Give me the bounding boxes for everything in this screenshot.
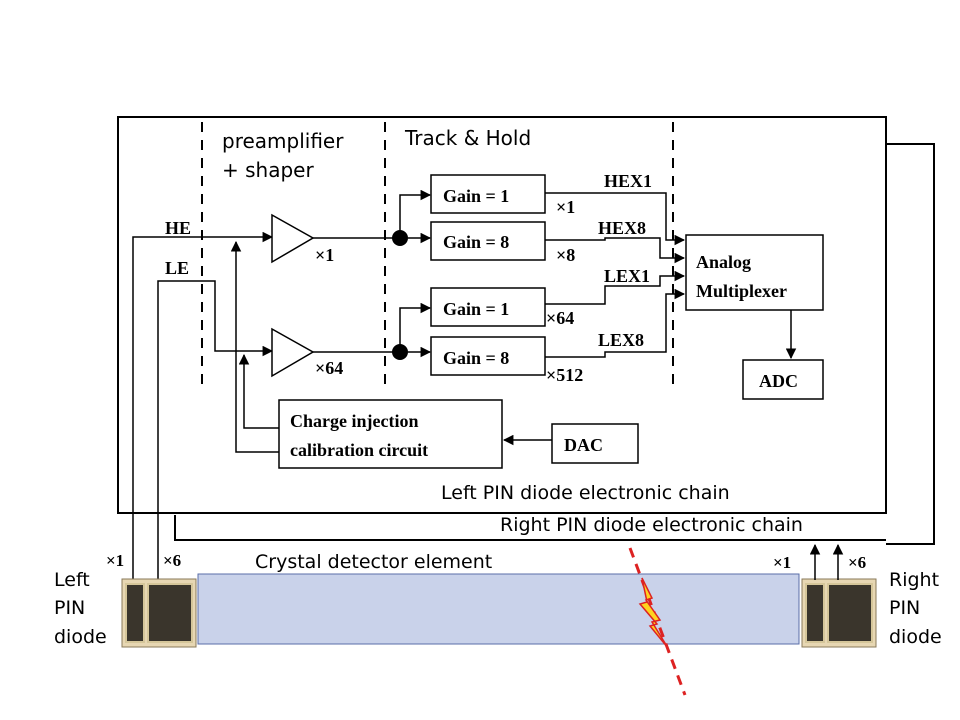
gain-box-hex1 [430, 174, 546, 214]
right-diode-label-2: PIN [889, 597, 920, 619]
right-diode-label-1: Right [889, 569, 939, 591]
calibration-line-he [230, 240, 279, 453]
branch-he-g1 [399, 189, 432, 238]
particle-track [628, 547, 687, 696]
he-input-line [132, 231, 274, 590]
dac-label: DAC [564, 435, 603, 455]
amp-gain-x64: ×64 [315, 358, 343, 378]
gain-label-hex8: Gain = 8 [443, 232, 509, 252]
charge-injection-circuit [278, 399, 503, 469]
left-diode-label-1: Left [54, 569, 90, 591]
hex1-line [545, 192, 686, 246]
amplifier-x1 [271, 213, 315, 264]
hex8-line [545, 237, 686, 264]
crystal-label: Crystal detector element [255, 551, 492, 573]
calibration-line-le [238, 353, 279, 429]
preamp-label-line2: + shaper [222, 158, 314, 182]
left-pin-diode-small [125, 583, 145, 643]
analog-multiplexer [685, 234, 824, 311]
right-diode-gain-x1: ×1 [773, 553, 791, 572]
adc-label: ADC [759, 371, 798, 391]
output-hex8: HEX8 [598, 218, 646, 238]
le-input-line [157, 280, 274, 590]
right-pin-diode-large [827, 583, 873, 643]
right-pin-diode-small [805, 583, 825, 643]
amplifier-x64 [271, 327, 315, 378]
path-gain-x512: ×512 [546, 365, 583, 385]
gain-label-hex1: Gain = 1 [443, 186, 509, 206]
track-hold-label: Track & Hold [404, 126, 531, 150]
left-chain-label: Left PIN diode electronic chain [441, 482, 730, 504]
right-chain-inner-line [174, 515, 886, 541]
output-lex1: LEX1 [604, 266, 650, 286]
left-pin-diode-large [147, 583, 193, 643]
left-diode-label-3: diode [54, 626, 107, 648]
path-gain-x64: ×64 [546, 308, 574, 328]
output-hex1: HEX1 [604, 171, 652, 191]
le-label: LE [165, 258, 189, 278]
gain-label-lex8: Gain = 8 [443, 348, 509, 368]
right-diode-gain-x6: ×6 [848, 553, 866, 572]
particle-hit-icon [638, 577, 669, 649]
path-gain-x1: ×1 [556, 197, 575, 217]
adc-block [742, 359, 824, 400]
path-gain-x8: ×8 [556, 245, 575, 265]
left-diode-gain-x6: ×6 [163, 551, 181, 570]
crystal-detector [197, 573, 800, 645]
gain-label-lex1: Gain = 1 [443, 299, 509, 319]
branch-le-g1 [399, 302, 432, 352]
mux-label-line2: Multiplexer [696, 281, 787, 301]
amp-gain-x1: ×1 [315, 245, 334, 265]
lex1-line [545, 270, 686, 305]
right-diode-label-3: diode [889, 626, 942, 648]
gain-box-hex8 [430, 221, 546, 261]
left-diode-gain-x1: ×1 [106, 551, 124, 570]
right-chain-label: Right PIN diode electronic chain [500, 514, 803, 536]
charge-label-line2: calibration circuit [290, 440, 428, 460]
output-lex8: LEX8 [598, 330, 644, 350]
left-diode-label-2: PIN [54, 597, 85, 619]
gain-box-lex1 [430, 287, 546, 327]
dac-block [551, 423, 639, 464]
lex8-line [545, 288, 686, 358]
he-label: HE [165, 218, 191, 238]
gain-box-lex8 [430, 336, 546, 376]
right-chain-outline [886, 143, 935, 545]
preamp-label-line1: preamplifier [222, 129, 344, 153]
mux-label-line1: Analog [696, 252, 751, 272]
charge-label-line1: Charge injection [290, 411, 418, 431]
